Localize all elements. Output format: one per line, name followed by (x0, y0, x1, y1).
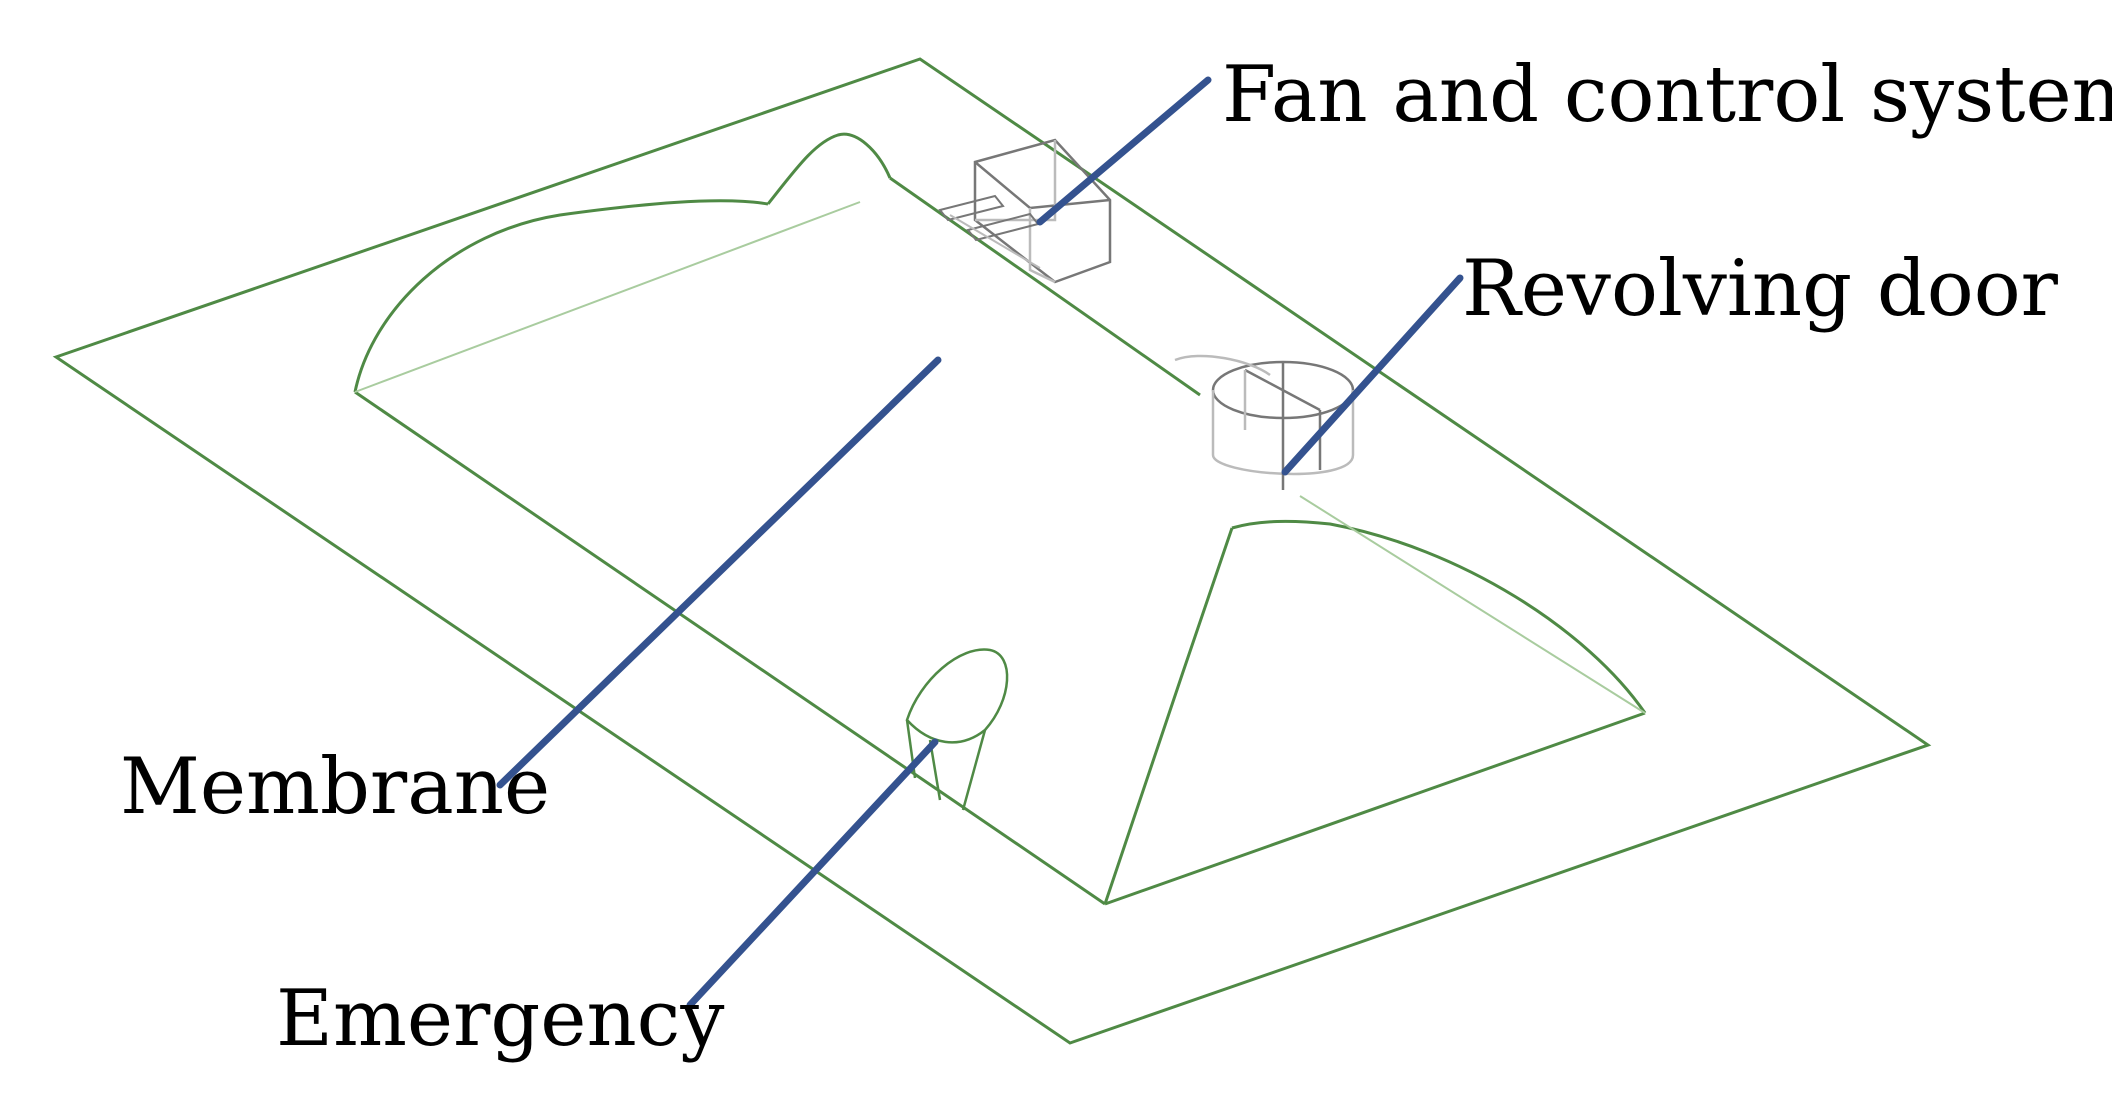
leader-revolving-door (1281, 274, 1464, 476)
membrane-right-arch (1231, 519, 1647, 714)
leader-lines (496, 76, 1464, 1009)
emergency-exit (905, 648, 1009, 811)
membrane-hidden-edge-right (1299, 495, 1646, 714)
fan-control-box (938, 138, 1112, 284)
leader-fan-control (1036, 76, 1212, 226)
membrane-base-front-left (354, 390, 1106, 906)
revolving-door-label: Revolving door (1462, 244, 2058, 334)
membrane-left-bump (766, 132, 892, 205)
revolving-door (1174, 354, 1355, 490)
leader-membrane (496, 356, 942, 789)
membrane-back-edge (889, 176, 1201, 397)
membrane-label: Membrane (120, 742, 551, 832)
membrane-hidden-edge-left (354, 201, 861, 393)
fan-control-label: Fan and control system (1222, 50, 2112, 140)
membrane-right-cone-edge (1103, 527, 1234, 905)
leader-emergency (686, 738, 939, 1009)
membrane-left-arch (353, 199, 769, 393)
membrane-base-front-right (1104, 711, 1646, 906)
membrane-dome (353, 132, 1647, 906)
emergency-label: Emergency (276, 974, 725, 1064)
ground-plane (52, 57, 1932, 1045)
